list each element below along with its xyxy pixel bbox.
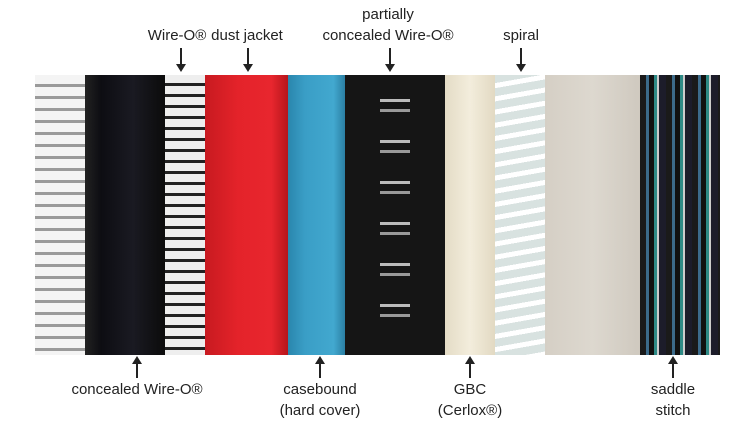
arrow-spiral — [516, 48, 526, 72]
plastic-comb-strip — [35, 75, 85, 355]
label-wire-o: Wire-O® — [147, 27, 207, 44]
arrow-concealed-wire-o — [132, 356, 142, 378]
saddle-stitch-strip — [640, 75, 720, 355]
label-gbc-line1: GBC — [453, 381, 487, 398]
label-concealed-wire-o: concealed Wire-O® — [71, 381, 203, 398]
label-saddle-line1: saddle — [650, 381, 696, 398]
binding-types-photo — [35, 75, 720, 355]
arrow-wire-o — [176, 48, 186, 72]
arrow-casebound — [315, 356, 325, 378]
gbc-strip — [445, 75, 495, 355]
wire-o-strip — [165, 75, 205, 355]
plain-spine-strip — [545, 75, 640, 355]
arrow-dust-jacket — [243, 48, 253, 72]
label-casebound-line2: (hard cover) — [279, 402, 361, 419]
label-saddle-line2: stitch — [655, 402, 691, 419]
casebound-strip — [288, 75, 345, 355]
label-partially-line1: partially — [362, 6, 414, 23]
label-gbc-line2: (Cerlox®) — [437, 402, 503, 419]
label-dust-jacket: dust jacket — [211, 27, 283, 44]
label-casebound-line1: casebound — [283, 381, 357, 398]
arrow-saddle-stitch — [668, 356, 678, 378]
arrow-gbc — [465, 356, 475, 378]
spiral-strip — [495, 75, 545, 355]
label-spiral: spiral — [503, 27, 539, 44]
arrow-partially — [385, 48, 395, 72]
dust-jacket-strip — [205, 75, 288, 355]
label-partially-line2: concealed Wire-O® — [322, 27, 454, 44]
concealed-wire-o-strip — [85, 75, 165, 355]
partially-concealed-wire-o-strip — [345, 75, 445, 355]
